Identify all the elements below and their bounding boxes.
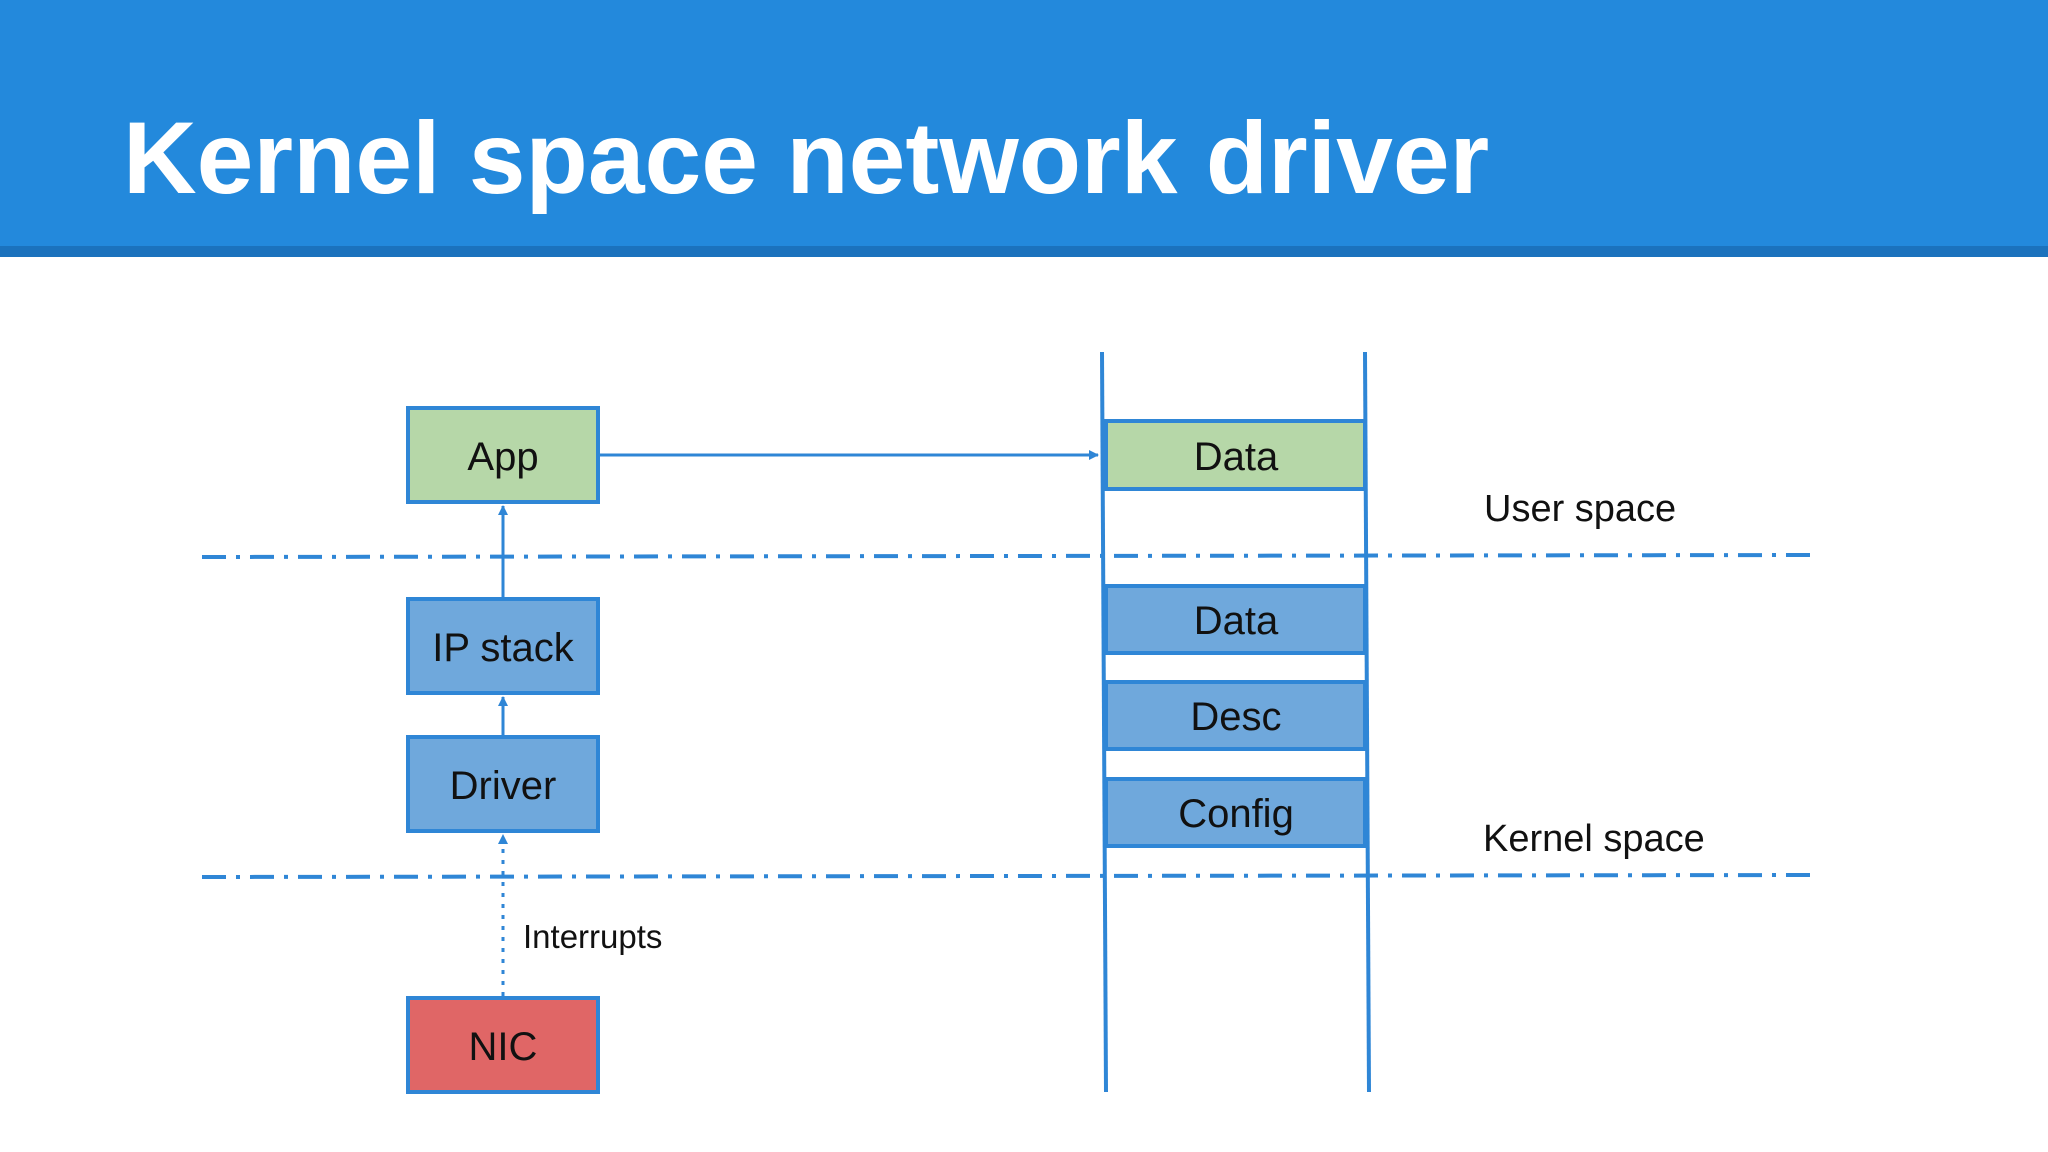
app-box: App — [406, 406, 600, 504]
nic-label: NIC — [469, 1025, 538, 1069]
driver-box: Driver — [406, 735, 600, 833]
title-bar: Kernel space network driver — [0, 0, 2048, 257]
driver-label: Driver — [450, 764, 557, 808]
slide-title: Kernel space network driver — [123, 101, 1490, 215]
config-label: Config — [1178, 792, 1294, 836]
kernel-space-label: Kernel space — [1483, 818, 1705, 860]
kernel-data-box: Data — [1104, 584, 1367, 655]
user-kernel-boundary — [201, 553, 1816, 559]
user-data-box: Data — [1104, 419, 1367, 491]
ip-stack-label: IP stack — [432, 626, 575, 670]
kernel-hardware-boundary — [201, 873, 1816, 879]
user-space-label: User space — [1484, 488, 1676, 530]
kernel-data-label: Data — [1194, 599, 1279, 643]
desc-label: Desc — [1190, 695, 1281, 739]
desc-box: Desc — [1104, 680, 1367, 751]
user-data-label: Data — [1194, 435, 1279, 479]
app-label: App — [467, 435, 538, 479]
interrupts-label: Interrupts — [523, 918, 662, 955]
config-box: Config — [1104, 777, 1367, 848]
nic-box: NIC — [406, 996, 600, 1094]
ip-stack-box: IP stack — [406, 597, 600, 695]
